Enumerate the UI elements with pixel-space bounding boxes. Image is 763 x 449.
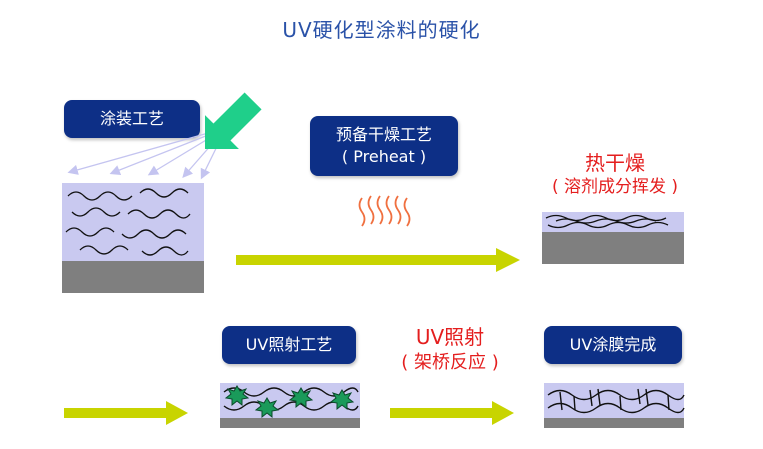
- heat-dry-caption: 热干燥 ( 溶剂成分挥发 ): [530, 150, 700, 199]
- preheat-process-text: 预备干燥工艺: [335, 125, 432, 144]
- uv-irradiation-label: UV照射工艺: [222, 326, 356, 364]
- coated-panel-cured: [544, 383, 685, 428]
- spray-arrow-icon: [204, 92, 262, 150]
- uv-reaction-subtitle: ( 架桥反应 ): [401, 352, 499, 373]
- heat-waves-icon: [358, 195, 411, 227]
- preheat-process-subtext: ( Preheat ): [341, 147, 427, 166]
- stage-arrow-2: [64, 401, 188, 425]
- coated-panel-dried: [542, 212, 684, 264]
- stage-arrow-1: [236, 248, 520, 272]
- coating-process-text: 涂装工艺: [99, 109, 164, 128]
- coated-panel-wet: [62, 183, 204, 293]
- uv-reaction-caption: UV照射 ( 架桥反应 ): [372, 324, 528, 375]
- heat-dry-subtitle: ( 溶剂成分挥发 ): [551, 177, 679, 197]
- coating-process-label: 涂装工艺: [64, 100, 200, 138]
- uv-irradiation-text: UV照射工艺: [245, 335, 333, 354]
- heat-dry-title: 热干燥: [585, 151, 645, 175]
- crosslink-stars: [224, 385, 355, 419]
- diagram-title: UV硬化型涂料的硬化: [282, 18, 481, 42]
- uv-film-complete-text: UV涂膜完成: [569, 335, 657, 354]
- coated-panel-uv: [220, 383, 360, 428]
- spray-lines: [67, 127, 227, 180]
- preheat-process-label: 预备干燥工艺 ( Preheat ): [310, 116, 458, 176]
- stage-arrow-3: [390, 401, 514, 425]
- uv-reaction-title: UV照射: [415, 325, 485, 349]
- uv-film-complete-label: UV涂膜完成: [544, 326, 682, 364]
